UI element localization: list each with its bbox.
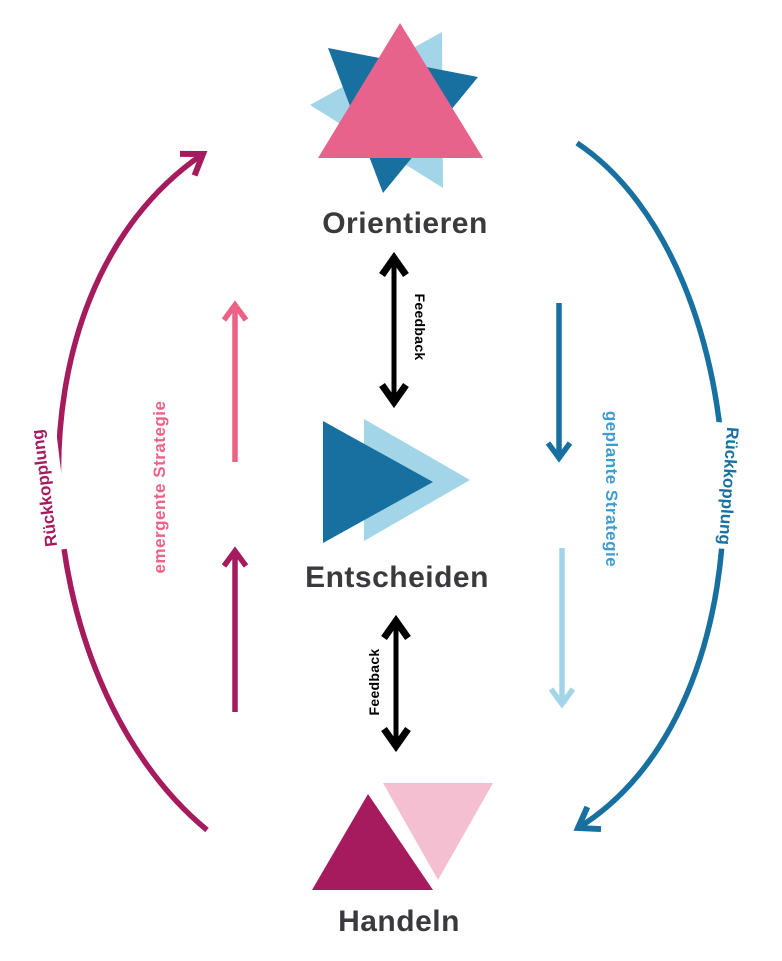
emergente-strategie-label: emergente Strategie bbox=[150, 400, 169, 574]
orientieren-triangle-pink bbox=[318, 23, 483, 158]
rueckkopplung-curve-left bbox=[55, 150, 209, 833]
handeln-triangle-palepink bbox=[383, 783, 493, 880]
entscheiden-icon bbox=[323, 419, 470, 543]
orientieren-label: Orientieren bbox=[322, 207, 488, 240]
handeln-triangle-magenta bbox=[312, 794, 433, 890]
orientieren-icon bbox=[310, 23, 483, 193]
handeln-icon bbox=[312, 783, 493, 890]
handeln-label: Handeln bbox=[338, 905, 460, 938]
entscheiden-triangle-darkblue bbox=[323, 421, 433, 543]
feedback-label-bottom: Feedback bbox=[366, 648, 382, 716]
geplante-strategie-label: geplante Strategie bbox=[602, 410, 621, 568]
feedback-label-top: Feedback bbox=[412, 293, 428, 361]
entscheiden-label: Entscheiden bbox=[305, 561, 489, 594]
rueckkopplung-curve-right bbox=[573, 140, 727, 833]
